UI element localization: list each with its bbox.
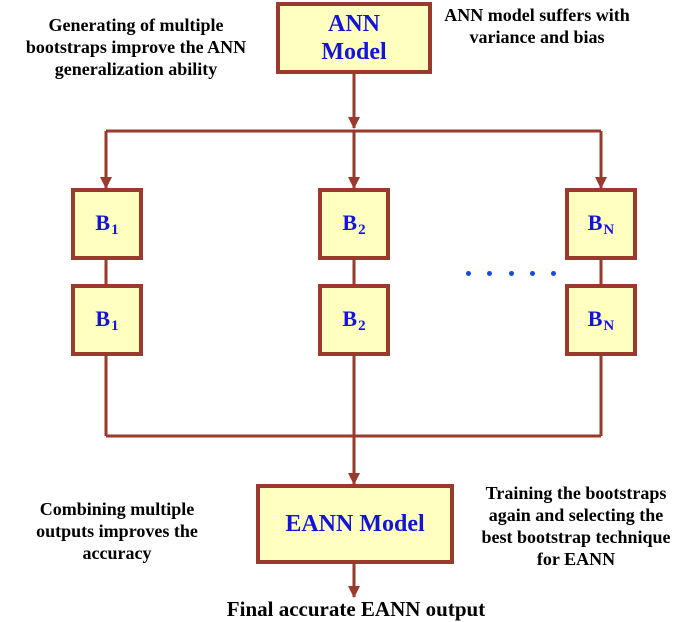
bootstrap-label: B1 [95,305,119,334]
bootstrap-box-bn-lower: BN [565,284,637,356]
ellipsis-dot [466,271,471,276]
ellipsis-dot [551,271,556,276]
ann-model-label-line2: Model [321,39,387,65]
final-output-label: Final accurate EANN output [226,597,486,621]
annotation-bottom-left: Combining multiple outputs improves the … [36,499,198,563]
ellipsis-dot [508,271,514,276]
bootstrap-label: B2 [342,305,366,334]
bootstrap-box-b2-lower: B2 [318,284,390,356]
bootstrap-label: BN [587,305,615,334]
bootstrap-box-b1-upper: B1 [71,188,143,260]
ann-model-box: ANN Model [276,2,432,74]
ellipsis-dot [487,271,493,276]
ann-model-label-line1: ANN [328,11,380,37]
annotation-top-right: ANN model suffers with variance and bias [444,5,630,47]
bootstrap-label: B1 [95,209,119,238]
bootstrap-box-b1-lower: B1 [71,284,143,356]
bootstrap-box-bn-upper: BN [565,188,637,260]
annotation-bottom-right: Training the bootstraps again and select… [481,483,671,569]
annotation-top-left: Generating of multiple bootstraps improv… [25,15,247,79]
eann-model-box: EANN Model [256,484,454,564]
bootstrap-box-b2-upper: B2 [318,188,390,260]
ellipsis-dots [466,271,556,276]
eann-model-label: EANN Model [285,510,425,537]
bootstrap-label: BN [587,209,615,238]
bootstrap-label: B2 [342,209,366,238]
ellipsis-dot [529,271,535,276]
